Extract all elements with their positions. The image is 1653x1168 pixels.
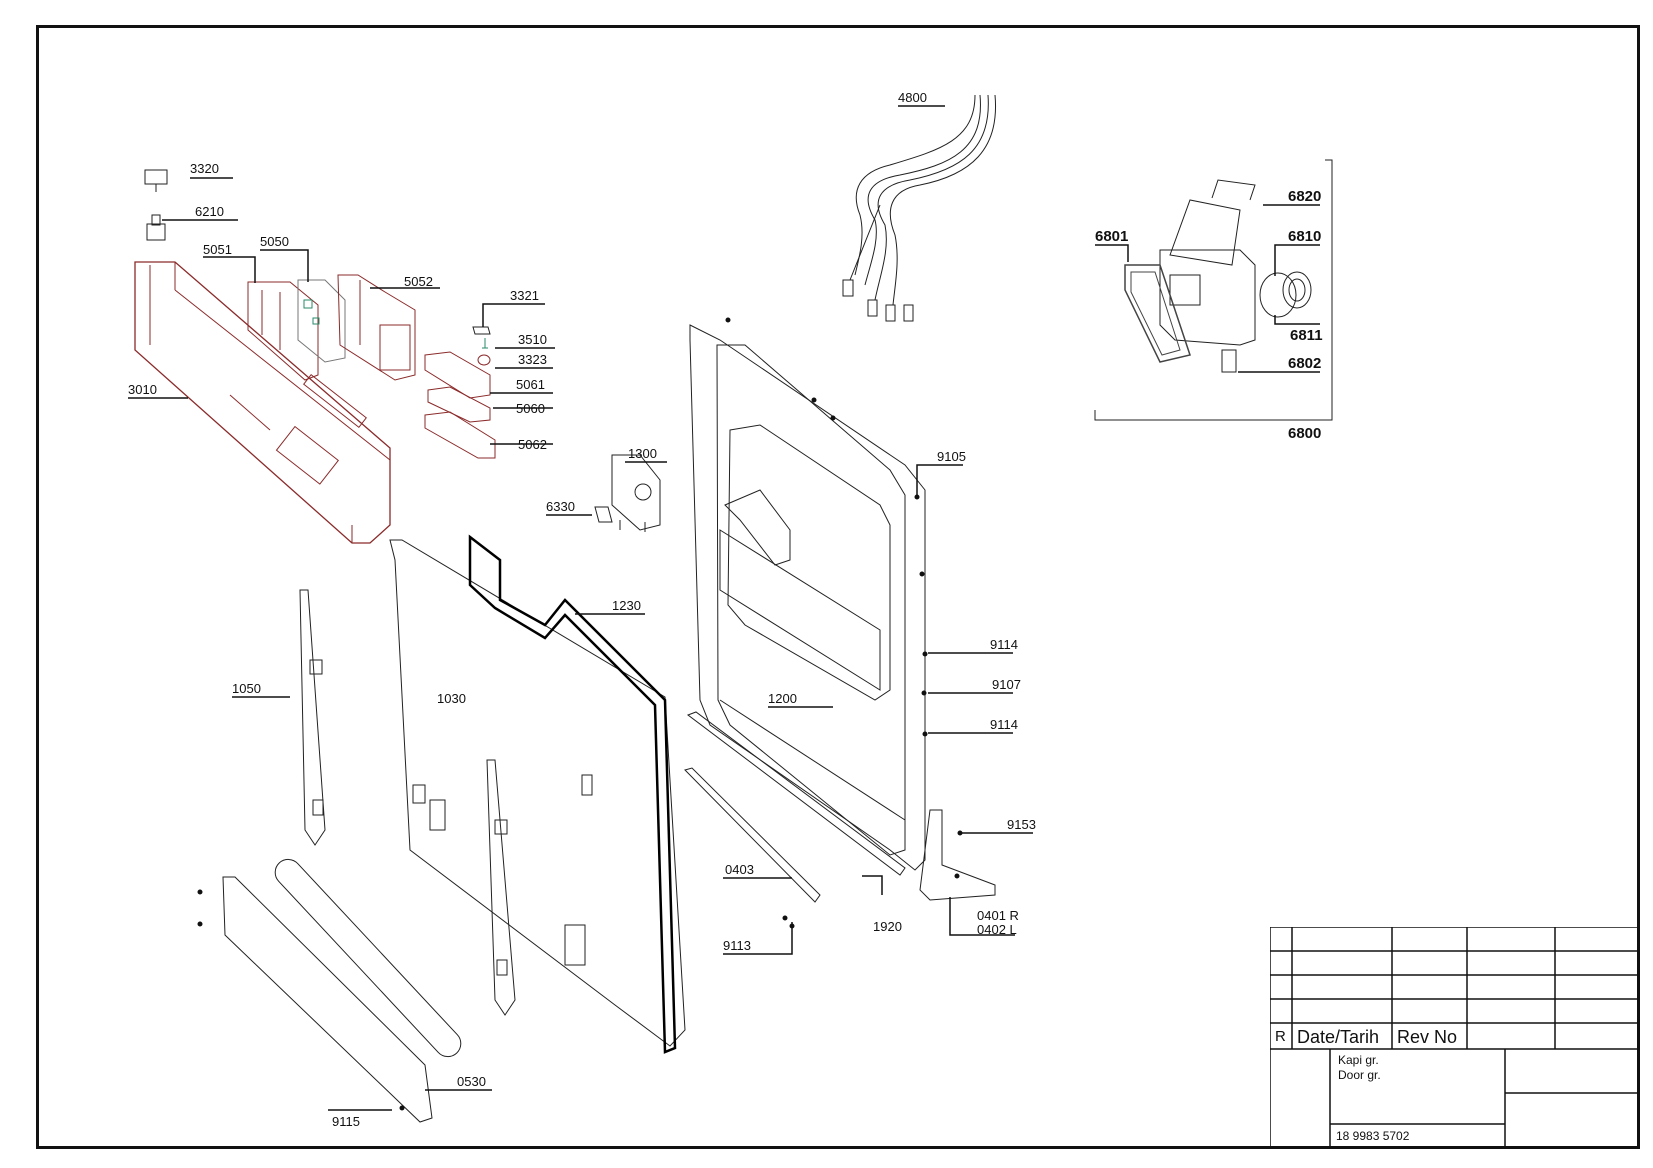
switch-6210: [146, 214, 166, 241]
group-name-en: Door gr.: [1338, 1068, 1381, 1082]
dispenser-group-bracket: [1094, 159, 1333, 421]
label-5051: 5051: [203, 242, 232, 257]
label-5062: 5062: [518, 437, 547, 452]
latch-6330: [594, 506, 613, 523]
label-3321: 3321: [510, 288, 539, 303]
spring-3510: [482, 338, 488, 349]
button-strip-5060: [427, 386, 491, 423]
label-6330: 6330: [546, 499, 575, 514]
label-1030: 1030: [437, 691, 466, 706]
date-header: Date/Tarih: [1297, 1027, 1380, 1047]
board-5050: [297, 279, 346, 363]
label-1200: 1200: [768, 691, 797, 706]
screws: [197, 317, 963, 1111]
label-3010: 3010: [128, 382, 157, 397]
label-5052: 5052: [404, 274, 433, 289]
board-5051: [247, 281, 319, 381]
label-6210: 6210: [195, 204, 224, 219]
hinge-rail-right: [486, 759, 516, 1016]
label-6800: 6800: [1288, 425, 1321, 442]
label-9114-upper: 9114: [990, 637, 1018, 652]
label-3323: 3323: [518, 352, 547, 367]
label-0403: 0403: [725, 862, 754, 877]
label-1300: 1300: [628, 446, 657, 461]
hinge-0401-0402: [919, 809, 996, 901]
label-6802: 6802: [1288, 355, 1321, 372]
label-6811: 6811: [1290, 327, 1323, 344]
label-0530: 0530: [457, 1074, 486, 1089]
label-9105: 9105: [937, 449, 966, 464]
document-number: 18 9983 5702: [1336, 1129, 1410, 1143]
button-strip-5062: [424, 411, 496, 459]
outer-door-1030: [389, 539, 686, 1047]
label-3510: 3510: [518, 332, 547, 347]
label-9114-lower: 9114: [990, 717, 1018, 732]
board-5052: [337, 274, 416, 381]
kick-plate-0530: [222, 858, 462, 1123]
button-strip-5061: [424, 351, 491, 399]
label-5060: 5060: [516, 401, 545, 416]
label-6810: 6810: [1288, 228, 1321, 245]
label-1920: 1920: [873, 919, 902, 934]
dispenser-6800: [1124, 179, 1312, 373]
drawing-frame: [36, 25, 1640, 1149]
label-3320: 3320: [190, 161, 219, 176]
clip-3321: [472, 326, 491, 335]
label-9113: 9113: [723, 938, 751, 953]
wiring-harness-4800: [842, 94, 997, 322]
label-4800: 4800: [898, 90, 927, 105]
seal-1230: [468, 534, 677, 1054]
label-9115: 9115: [332, 1114, 360, 1129]
strip-1920: [686, 711, 906, 876]
label-0401: 0401 R: [977, 908, 1019, 923]
hinge-rail-1050: [299, 589, 326, 846]
control-panel-3010: [134, 261, 391, 544]
rev-header: Rev No: [1397, 1027, 1458, 1047]
door-lock-1300: [611, 454, 661, 532]
label-6801: 6801: [1095, 228, 1128, 245]
rev-marker: R: [1275, 1028, 1286, 1045]
strip-0403: [684, 767, 821, 903]
button-3323: [477, 354, 491, 366]
title-block: R Date/Tarih Rev No Kapi gr. Door gr. 18…: [1269, 926, 1641, 1150]
label-9107: 9107: [992, 677, 1021, 692]
group-name-tr: Kapi gr.: [1338, 1053, 1379, 1067]
label-0402: 0402 L: [977, 922, 1017, 937]
label-6820: 6820: [1288, 188, 1321, 205]
inner-door-1200: [689, 324, 926, 871]
label-1050: 1050: [232, 681, 261, 696]
part-labels: 3320 6210 5051 5050 5052 3321 3510 3323 …: [128, 90, 1323, 1129]
label-5061: 5061: [516, 377, 545, 392]
knob-3320: [144, 169, 168, 192]
label-5050: 5050: [260, 234, 289, 249]
label-9153: 9153: [1007, 817, 1036, 832]
label-1230: 1230: [612, 598, 641, 613]
leader-lines: [128, 105, 1320, 1111]
